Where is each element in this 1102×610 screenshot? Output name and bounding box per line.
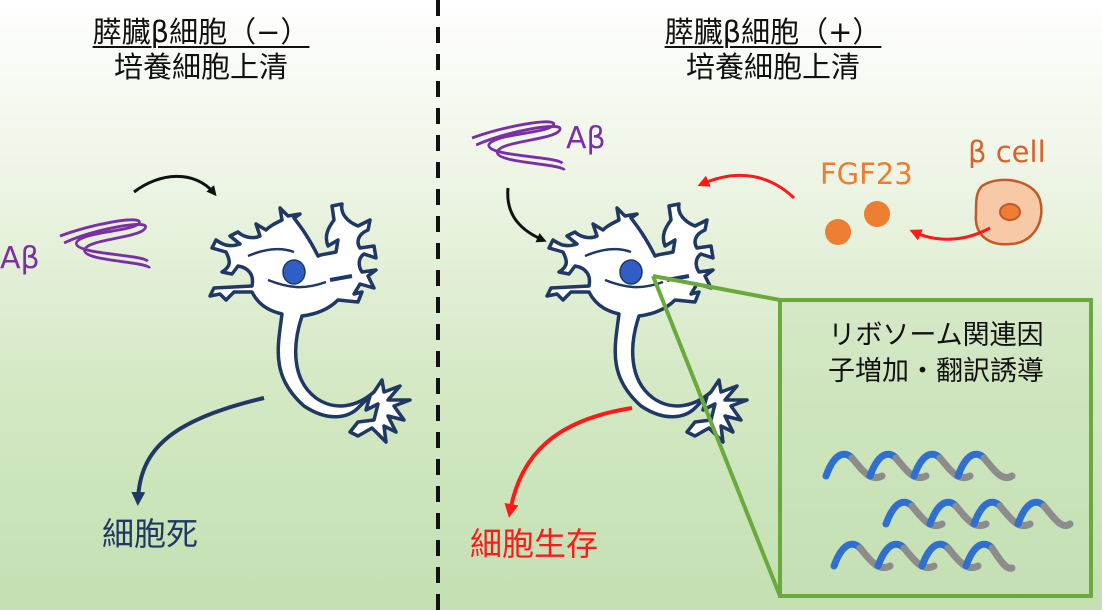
left-outcome-label: 細胞死: [102, 515, 199, 553]
fgf23-dot: [864, 201, 890, 227]
right-neuron: [545, 202, 749, 444]
right-abeta-ribbon: [470, 120, 566, 172]
callout-text: リボソーム関連因 子増加・翻訳誘導: [790, 318, 1082, 391]
left-abeta-label: Aβ: [0, 241, 40, 276]
left-header: 膵臓β細胞（−） 培養細胞上清: [68, 18, 334, 82]
right-outcome-label: 細胞生存: [470, 525, 599, 563]
mrna-row-1: [822, 450, 1016, 481]
bcell-to-fgf-arrow: [909, 226, 991, 241]
fgf23-dot: [825, 219, 851, 245]
beta-cell-label: β cell: [968, 135, 1046, 169]
right-abeta-label: Aβ: [566, 121, 606, 156]
left-title-line2: 培養細胞上清: [113, 50, 288, 84]
callout-line1: リボソーム関連因: [828, 320, 1044, 351]
mrna-row-3: [830, 540, 1016, 572]
right-title-line2: 培養細胞上清: [685, 50, 860, 84]
left-death-arrow: [131, 396, 265, 506]
left-title-line1: 膵臓β細胞（−）: [92, 15, 310, 49]
right-title-line1: 膵臓β細胞（+）: [664, 15, 882, 49]
beta-cell: [974, 178, 1043, 246]
right-survival-arrow: [504, 406, 633, 518]
fgf23-label: FGF23: [820, 157, 913, 191]
right-abeta-arrow: [506, 187, 547, 243]
left-abeta-ribbon: [58, 218, 152, 270]
left-abeta-arrow: [133, 174, 217, 197]
mrna-strands: [822, 450, 1074, 572]
callout-line2: 子増加・翻訳誘導: [828, 356, 1044, 388]
mrna-row-2: [882, 498, 1074, 529]
fgf-to-neuron-arrow: [697, 173, 796, 200]
right-header: 膵臓β細胞（+） 培養細胞上清: [640, 18, 906, 82]
